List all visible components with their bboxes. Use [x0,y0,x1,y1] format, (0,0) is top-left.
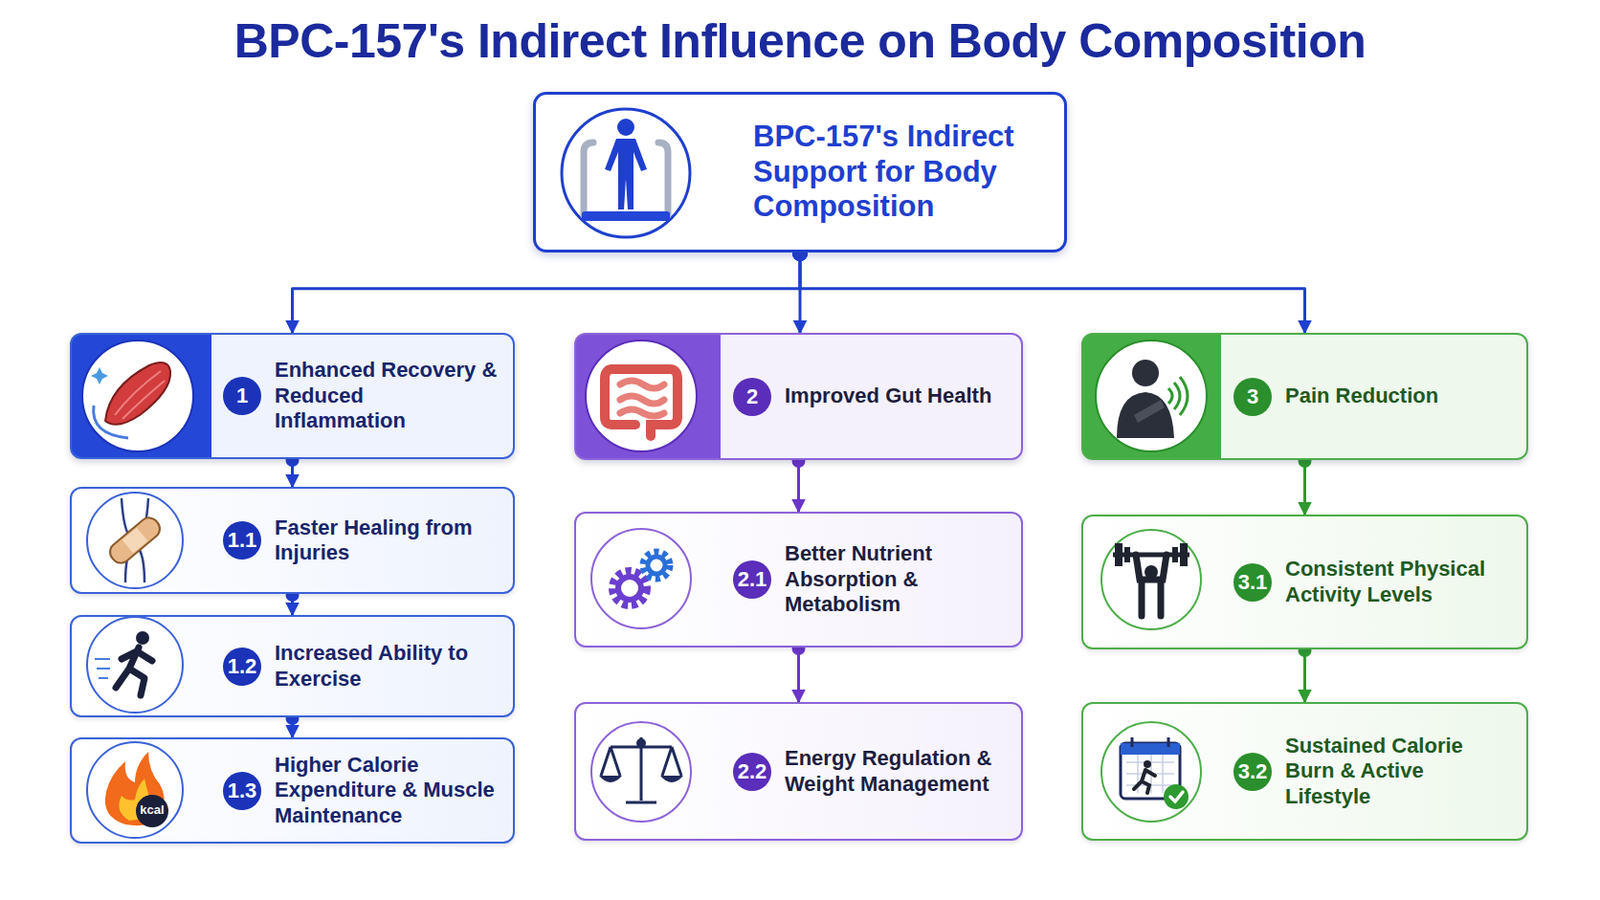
effect-box: 1.3 Higher Calorie Expenditure & Muscle M… [69,737,515,845]
box-label: Enhanced Recovery & Reduced Inflammation [274,357,500,434]
connector [292,245,809,334]
callout-number: 3.2 [1233,753,1272,792]
weightlifter-icon [1101,530,1201,630]
callout-number: 1 [222,377,262,416]
connector [792,454,806,512]
callout-number: 2.1 [733,560,772,600]
summary-label: BPC-157's Indirect Support for Body Comp… [753,119,1051,225]
connector [792,642,806,703]
effect-box: 1.1 Faster Healing from Injuries [69,487,515,595]
connector [1298,644,1312,703]
category-box: 3 Pain Reduction [1081,333,1529,461]
connector [792,245,1306,334]
muscle-icon [82,340,194,452]
callout-number: 1.3 [222,772,262,811]
box-label: Consistent Physical Activity Levels [1285,556,1513,608]
body-scan-icon [561,109,690,238]
knee-bandage-icon [87,492,183,589]
flame-icon [87,742,183,839]
box-label: Sustained Calorie Burn & Active Lifestyl… [1285,733,1513,810]
effect-box: 2.2 Energy Regulation & Weight Management [574,702,1023,842]
box-label: Increased Ability to Exercise [274,641,500,692]
box-label: Faster Healing from Injuries [274,515,500,567]
connector-line [1303,460,1307,515]
connector-line [800,252,1306,334]
icon-label: kcal [133,802,172,818]
pain-icon [1095,340,1207,452]
callout-number: 1.2 [222,647,262,687]
callout-number: 3.1 [1233,563,1272,602]
box-label: Energy Regulation & Weight Management [784,746,1008,798]
intestine-icon [585,340,697,452]
callout-number: 3 [1233,377,1272,417]
category-box: 1 Enhanced Recovery & Reduced Inflammatio… [69,333,515,460]
summary-box: BPC-157's Indirect Support for Body Comp… [533,91,1067,253]
balance-scale-icon [591,722,691,823]
effect-box: 3.2 Sustained Calorie Burn & Active Lifes… [1081,702,1529,842]
connector [1298,454,1312,515]
box-label: Higher Calorie Expenditure & Muscle Main… [274,753,500,829]
box-label: Improved Gut Health [784,383,1008,409]
effect-box: 2.1 Better Nutrient Absorption & Metaboli… [574,511,1023,648]
effect-box: 3.1 Consistent Physical Activity Levels [1081,514,1529,650]
connector-line [797,460,800,512]
diagram-title: BPC-157's Indirect Influence on Body Com… [0,13,1600,69]
runner-icon [87,617,183,713]
connector-line [292,252,801,334]
calendar-icon [1101,722,1201,823]
callout-number: 2 [733,377,772,417]
connector-line [797,647,800,703]
callout-number: 2.2 [733,753,772,792]
box-label: Pain Reduction [1285,383,1513,409]
connector-line [1303,649,1307,703]
callout-number: 1.1 [222,521,262,560]
box-label: Better Nutrient Absorption & Metabolism [784,541,1008,618]
effect-box: 1.2 Increased Ability to Exercise [69,615,515,718]
gears-icon [591,529,691,629]
category-box: 2 Improved Gut Health [574,333,1023,461]
